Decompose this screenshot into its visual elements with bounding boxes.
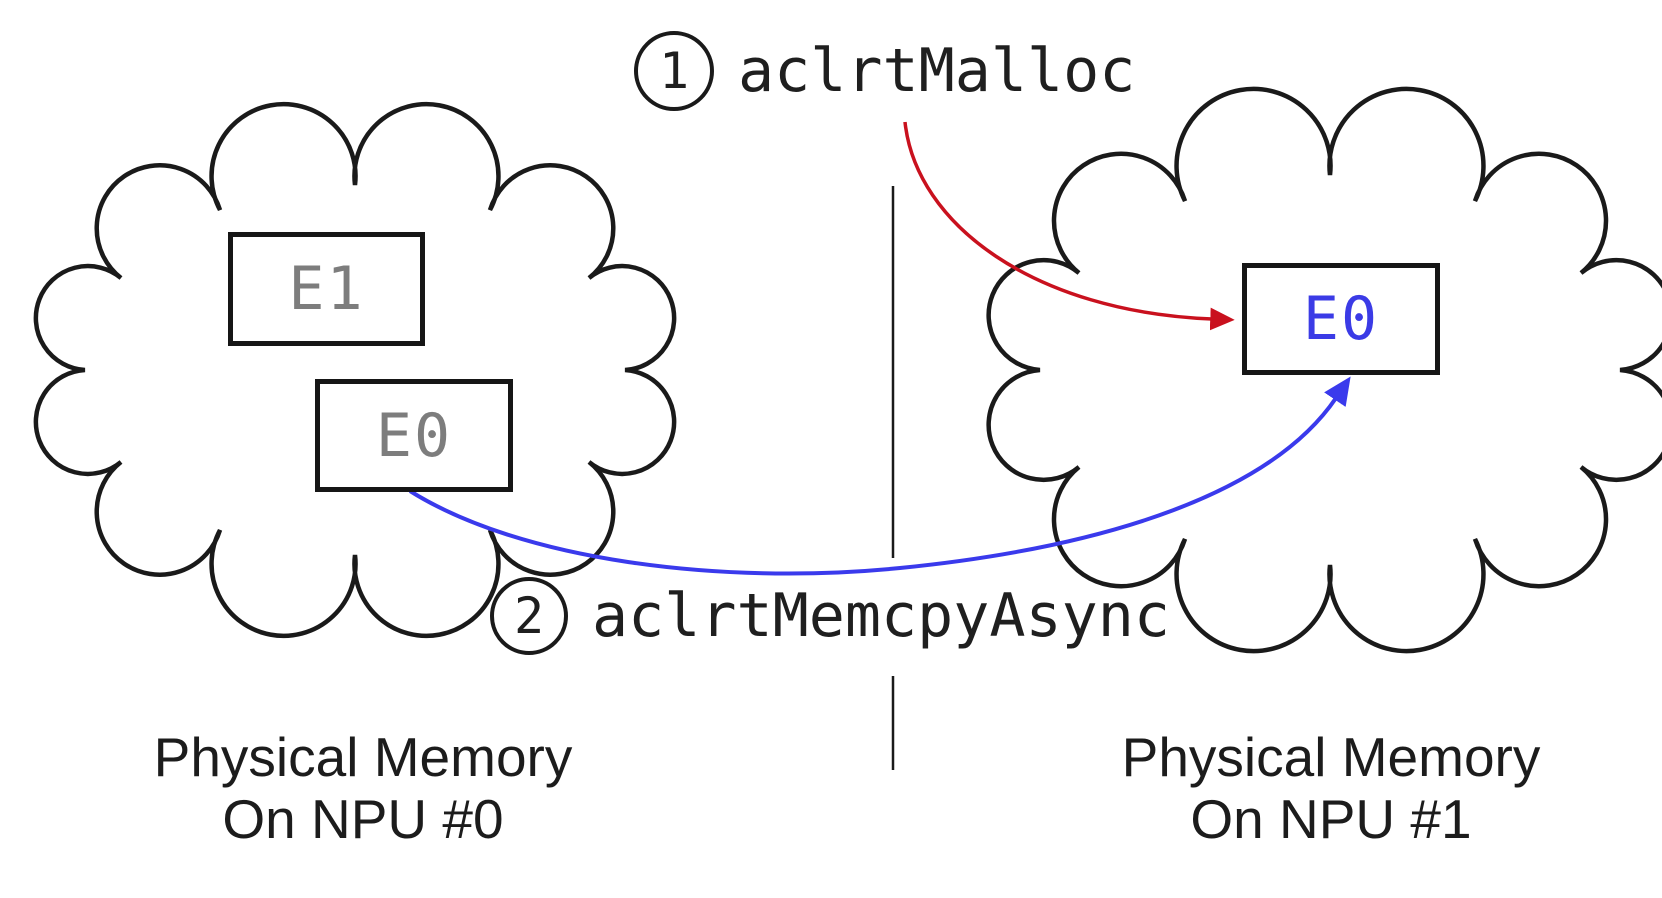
step-2-api-label: aclrtMemcpyAsync [592, 581, 1170, 651]
npu0-caption: Physical Memory On NPU #0 [103, 726, 623, 850]
step-number: 2 [513, 587, 545, 645]
npu0-caption-line2: On NPU #0 [222, 788, 504, 850]
step-2-annotation: 2 aclrtMemcpyAsync [490, 577, 1170, 655]
npu1-caption: Physical Memory On NPU #1 [1071, 726, 1591, 850]
npu1-caption-line2: On NPU #1 [1190, 788, 1472, 850]
memory-block-label: E1 [288, 254, 365, 324]
npu1-caption-line1: Physical Memory [1121, 726, 1541, 788]
step-number: 1 [658, 42, 690, 100]
memcpy-arrow [408, 376, 1351, 576]
npu0-memory-cloud-icon [33, 101, 677, 639]
step-1-annotation: 1 aclrtMalloc [634, 31, 1135, 111]
memory-block-label: E0 [375, 400, 453, 471]
memory-block-e1-npu0: E1 [228, 232, 425, 346]
memory-block-label: E0 [1302, 284, 1380, 354]
malloc-arrow [903, 121, 1235, 331]
npu0-caption-line1: Physical Memory [153, 726, 573, 788]
step-1-number-badge: 1 [634, 31, 714, 111]
step-1-api-label: aclrtMalloc [738, 36, 1136, 106]
memory-block-e0-npu1: E0 [1242, 263, 1440, 375]
memory-block-e0-npu0: E0 [315, 379, 513, 492]
step-2-number-badge: 2 [490, 577, 568, 655]
